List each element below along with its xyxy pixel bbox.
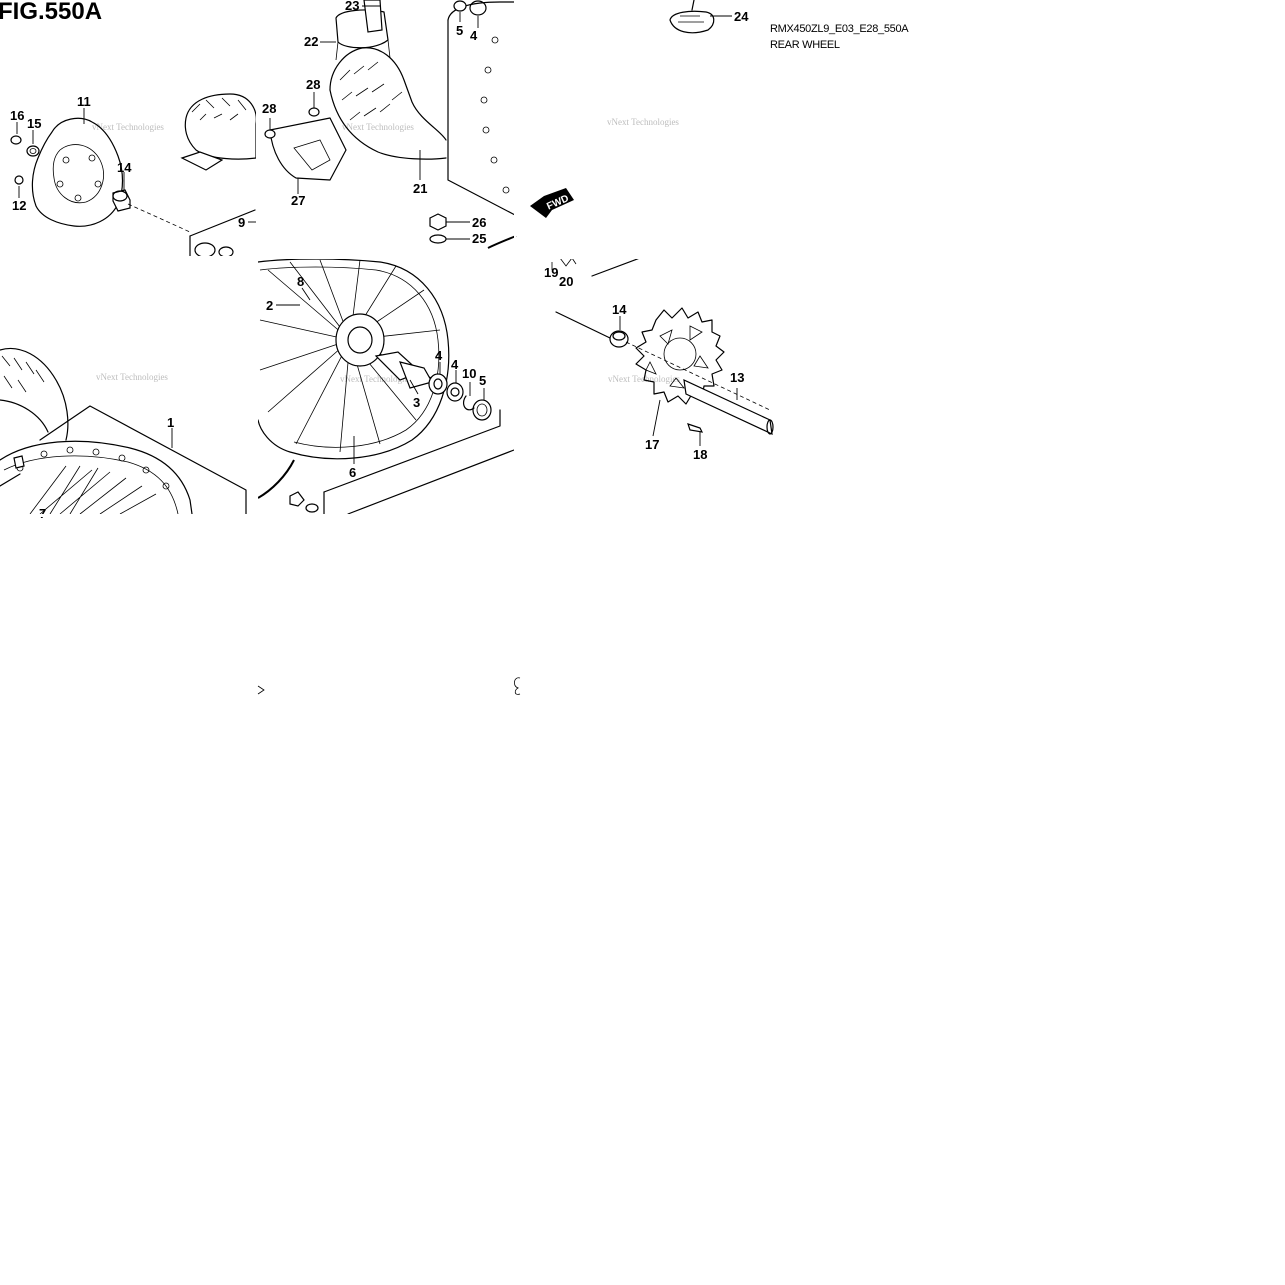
fwd-arrow: FWD	[530, 188, 574, 218]
section-name: REAR WHEEL	[770, 39, 840, 51]
callout-15: 15	[27, 116, 41, 131]
watermark-group: vNext Technologies vNext Technologies vN…	[92, 117, 680, 384]
callout-4: 4	[451, 357, 459, 372]
callout-22: 22	[304, 34, 318, 49]
callout-10: 10	[462, 366, 476, 381]
callout-2: 2	[266, 298, 273, 313]
callout-25: 25	[472, 231, 486, 246]
callout-23: 23	[345, 0, 359, 13]
brake-disc-group	[10, 117, 191, 233]
callout-24: 24	[734, 9, 749, 24]
callout-17: 17	[645, 437, 659, 452]
stray-marks	[257, 677, 521, 695]
callout-8: 8	[297, 274, 304, 289]
tile-dividers	[0, 0, 776, 520]
callout-14: 14	[117, 160, 132, 175]
callout-16: 16	[10, 108, 24, 123]
watermark: vNext Technologies	[340, 374, 412, 384]
callout-18: 18	[693, 447, 707, 462]
callout-labels: 23 22 28 28 5 4 24 16 15 11 14 12 27 21 …	[10, 0, 749, 521]
watermark: vNext Technologies	[92, 122, 164, 132]
callout-28: 28	[262, 101, 276, 116]
rear-wheel-left-group	[0, 348, 247, 515]
callout-12: 12	[12, 198, 26, 213]
callout-9: 9	[238, 215, 245, 230]
valve-group	[669, 0, 715, 34]
callout-14: 14	[612, 302, 627, 317]
callout-20: 20	[559, 274, 573, 289]
callout-6: 6	[349, 465, 356, 480]
watermark: vNext Technologies	[342, 122, 414, 132]
callout-1: 1	[167, 415, 174, 430]
callout-28: 28	[306, 77, 320, 92]
watermark: vNext Technologies	[607, 117, 679, 127]
callout-21: 21	[413, 181, 427, 196]
tyre-liner-group	[180, 93, 257, 258]
callout-7: 7	[39, 506, 46, 521]
callout-26: 26	[472, 215, 486, 230]
callout-5: 5	[456, 23, 463, 38]
sprocket-group	[551, 257, 774, 436]
watermark: vNext Technologies	[96, 372, 168, 382]
hub-group	[257, 258, 515, 515]
callout-4: 4	[470, 28, 478, 43]
tyre-group	[264, 0, 517, 249]
model-code: RMX450ZL9_E03_E28_550A	[770, 23, 909, 35]
callout-4: 4	[435, 348, 443, 363]
callout-13: 13	[730, 370, 744, 385]
callout-27: 27	[291, 193, 305, 208]
callout-19: 19	[544, 265, 558, 280]
figure-title: FIG.550A	[0, 0, 102, 25]
callout-3: 3	[413, 395, 420, 410]
callout-5: 5	[479, 373, 486, 388]
callout-11: 11	[77, 94, 91, 109]
leader-lines	[16, 5, 738, 464]
